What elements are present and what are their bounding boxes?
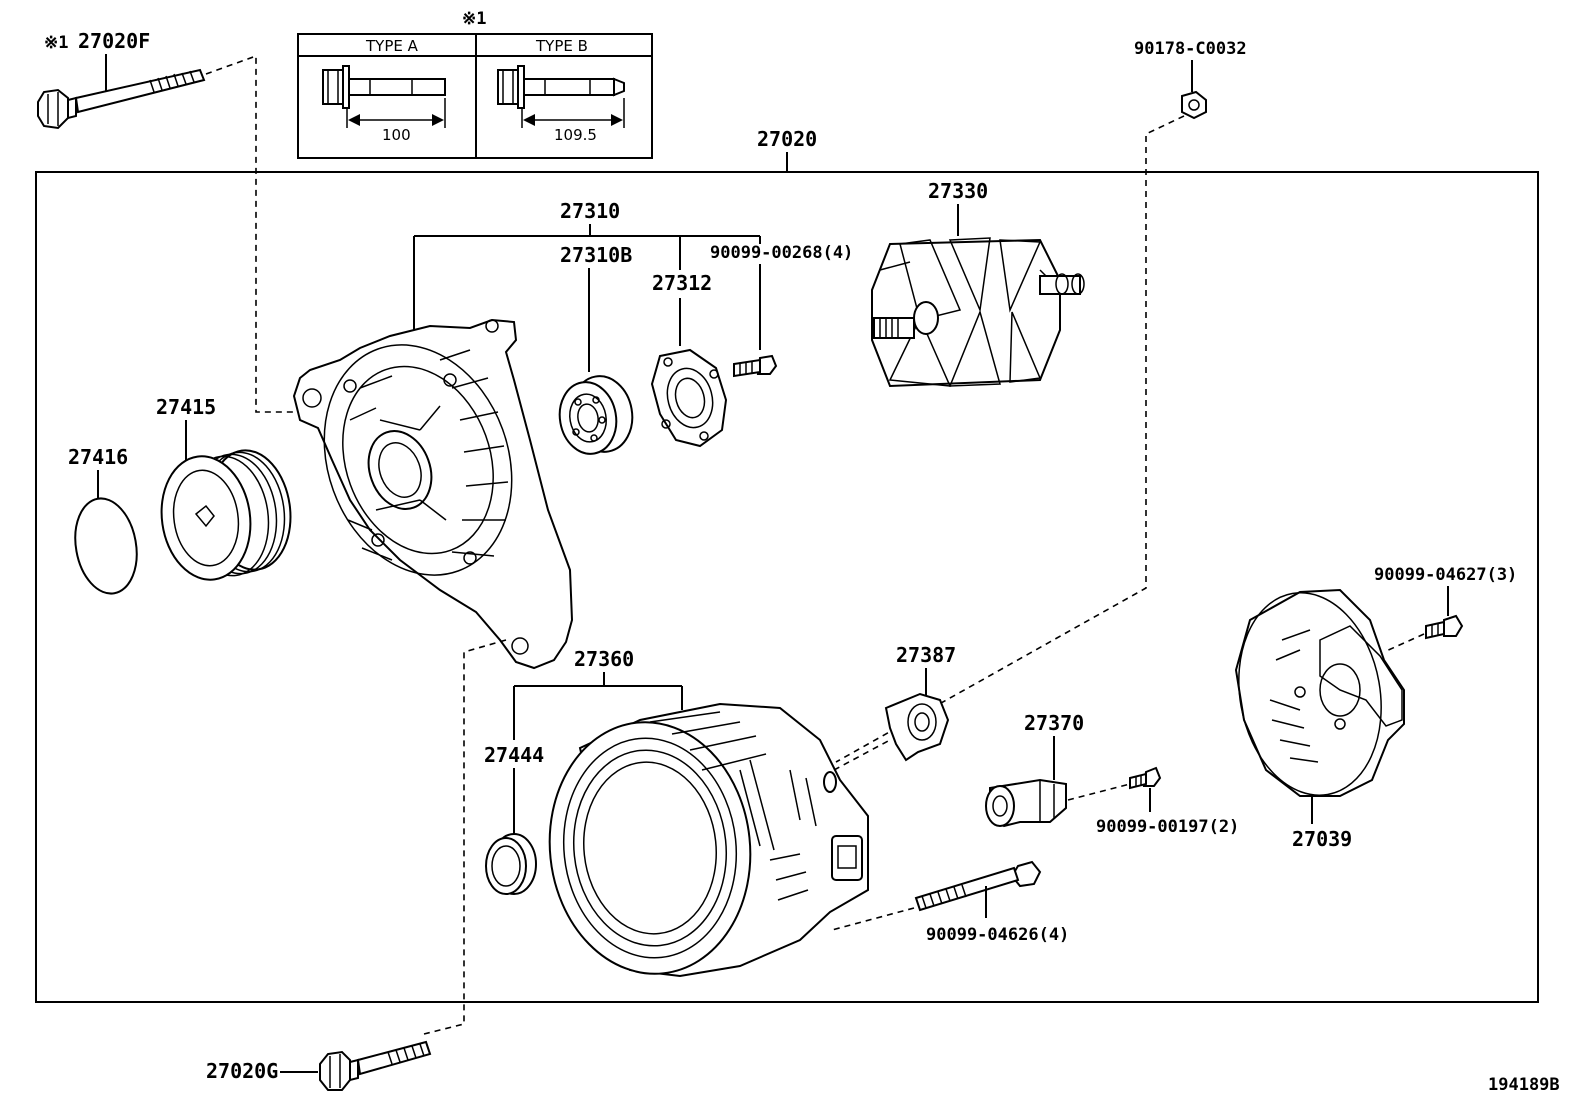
label-rectifier-terminal[interactable]: 27370	[1024, 711, 1084, 735]
rear-frame-stator[interactable]	[537, 702, 869, 984]
label-bearing-cover[interactable]: 27444	[484, 743, 544, 767]
label-frame[interactable]: 27310	[560, 199, 620, 223]
diagram-reference: 194189B	[1488, 1075, 1560, 1095]
note-mark-bolt: ※1	[44, 33, 68, 53]
rectifier-terminal[interactable]	[985, 778, 1067, 828]
through-bolt[interactable]	[914, 860, 1042, 912]
label-brush-holder[interactable]: 27387	[896, 643, 956, 667]
retainer-plate[interactable]	[650, 348, 728, 448]
label-assembly[interactable]: 27020	[757, 127, 817, 151]
drive-end-frame[interactable]	[292, 318, 574, 670]
rotor[interactable]	[871, 237, 1085, 388]
label-screw-retainer[interactable]: 90099-00268(4)	[710, 243, 853, 263]
label-screw-cover[interactable]: 90099-04627(3)	[1374, 565, 1517, 585]
label-through-bolt[interactable]: 90099-04626(4)	[926, 925, 1069, 945]
variant-table: ※1 TYPE A TYPE B 100	[297, 9, 653, 159]
label-pulley-cap[interactable]: 27416	[68, 445, 128, 469]
type-b-length: 109.5	[554, 126, 597, 144]
bolt-27020g[interactable]	[319, 1040, 432, 1091]
bearing-cover[interactable]	[485, 833, 537, 895]
type-a-length: 100	[382, 126, 411, 144]
pulley[interactable]	[154, 445, 298, 586]
pulley-cap[interactable]	[68, 494, 144, 599]
bolt-27020f[interactable]	[37, 68, 206, 130]
label-pulley[interactable]: 27415	[156, 395, 216, 419]
end-cover[interactable]	[1223, 581, 1405, 806]
label-screw-terminal[interactable]: 90099-00197(2)	[1096, 817, 1239, 837]
type-b-label: TYPE B	[535, 37, 588, 55]
screw-retainer[interactable]	[733, 354, 778, 378]
label-bolt-bottom[interactable]: 27020G	[206, 1059, 278, 1083]
bearing[interactable]	[554, 371, 638, 458]
brush-holder[interactable]	[884, 692, 950, 762]
label-nut-top[interactable]: 90178-C0032	[1134, 39, 1247, 59]
label-frame-b[interactable]: 27310B	[560, 243, 632, 267]
label-rotor[interactable]: 27330	[928, 179, 988, 203]
label-retainer[interactable]: 27312	[652, 271, 712, 295]
nut-90178[interactable]	[1181, 90, 1207, 120]
screw-terminal[interactable]	[1129, 766, 1162, 790]
screw-cover[interactable]	[1425, 614, 1464, 640]
label-bolt-top[interactable]: 27020F	[78, 29, 150, 53]
type-b-bolt-icon	[497, 65, 625, 128]
label-rear-frame[interactable]: 27360	[574, 647, 634, 671]
label-end-cover[interactable]: 27039	[1292, 827, 1352, 851]
type-a-label: TYPE A	[365, 37, 419, 55]
variant-table-mark: ※1	[462, 9, 486, 29]
type-a-bolt-icon	[322, 65, 446, 128]
